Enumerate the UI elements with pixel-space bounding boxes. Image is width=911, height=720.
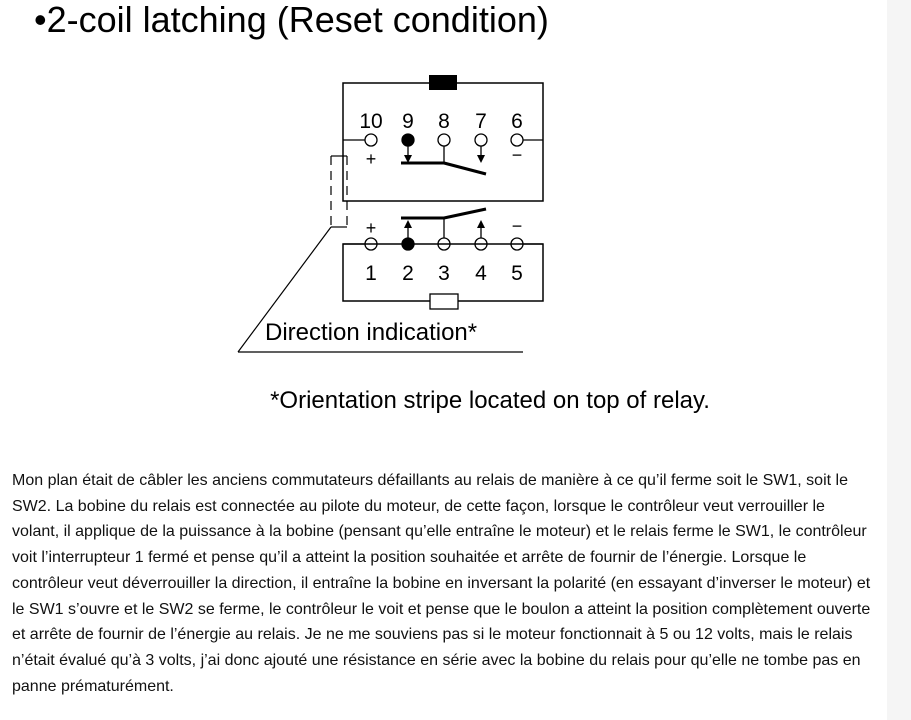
- pin-10: [364, 133, 378, 147]
- direction-indicator: [237, 155, 523, 353]
- relay-diagram: •2-coil latching (Reset condition) 10 9 …: [34, 0, 710, 414]
- pin-2-arrow: [404, 220, 412, 228]
- pin-label-9: 9: [402, 110, 414, 133]
- reset-coil-block: [429, 293, 459, 310]
- diagram-title: •2-coil latching (Reset condition): [34, 0, 549, 40]
- set-coil-block: [429, 75, 457, 90]
- bottom-pin-labels: 1 2 3 4 5: [365, 262, 523, 285]
- pin-label-4: 4: [475, 262, 487, 285]
- pin-4-arrow: [477, 220, 485, 228]
- pin-label-6: 6: [511, 110, 523, 133]
- top-plus-label: +: [366, 149, 377, 169]
- pin-label-7: 7: [475, 110, 487, 133]
- pin-label-5: 5: [511, 262, 523, 285]
- bottom-contact-switch: [401, 207, 487, 238]
- description-paragraph: Mon plan était de câbler les anciens com…: [12, 472, 871, 695]
- pin-9: [401, 133, 415, 147]
- pin-9-arrow: [404, 155, 412, 163]
- pin-label-8: 8: [438, 110, 450, 133]
- pin-label-3: 3: [438, 262, 450, 285]
- top-contact-arm: [443, 161, 487, 176]
- pin-label-1: 1: [365, 262, 377, 285]
- direction-indication-label: Direction indication*: [265, 319, 477, 346]
- relay-diagram-figure: •2-coil latching (Reset condition) 10 9 …: [34, 0, 710, 414]
- top-pin-labels: 10 9 8 7 6: [359, 110, 523, 133]
- pin-label-2: 2: [402, 262, 414, 285]
- content-area: •2-coil latching (Reset condition) 10 9 …: [12, 0, 871, 695]
- bottom-plus-label: +: [366, 218, 377, 238]
- bottom-contact-arm: [443, 207, 487, 220]
- indicator-leader-line: [237, 226, 332, 353]
- pin-7: [474, 133, 488, 147]
- bottom-minus-label: −: [512, 216, 523, 236]
- right-scroll-area: [887, 0, 911, 720]
- top-minus-label: −: [512, 145, 523, 165]
- orientation-note: *Orientation stripe located on top of re…: [270, 387, 710, 414]
- pin-7-arrow: [477, 155, 485, 163]
- pin-8: [437, 133, 451, 147]
- top-contact-switch: [401, 146, 487, 176]
- pin-label-10: 10: [359, 110, 382, 133]
